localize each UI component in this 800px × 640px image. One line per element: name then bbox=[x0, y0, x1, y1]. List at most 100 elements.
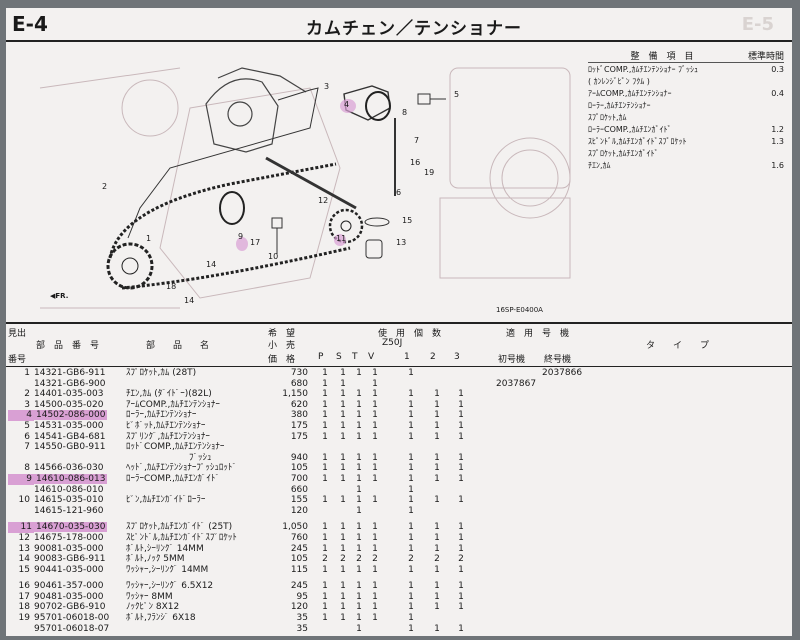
qty-cell: 1 bbox=[408, 410, 414, 421]
retail-price: 245 bbox=[290, 543, 308, 554]
part-description: ﾜｯｼｬｰ 8MM bbox=[126, 591, 173, 602]
qty-cell: 1 bbox=[340, 399, 346, 410]
part-number-text: 14502-086-000 bbox=[34, 410, 108, 421]
qty-cell: 1 bbox=[356, 410, 362, 421]
qty-col-P: P bbox=[318, 352, 324, 362]
qty-cell: 1 bbox=[372, 420, 378, 431]
ref-number: 16 bbox=[18, 581, 30, 592]
service-time: 1.2 bbox=[771, 124, 784, 134]
usage-heading: 使 用 個 数 bbox=[378, 329, 442, 339]
section-code: E-4 bbox=[12, 12, 48, 36]
part-number-text: 90702-GB6-910 bbox=[34, 602, 106, 613]
part-description: ﾍｯﾄﾞ,ｶﾑﾁｴﾝﾃﾝｼｮﾅｰﾌﾟｯｼｭﾛｯﾄﾞ bbox=[126, 463, 237, 474]
retail-price: 155 bbox=[290, 495, 308, 506]
qty-col-2: 2 bbox=[430, 352, 436, 362]
qty-cell: 1 bbox=[356, 484, 362, 495]
service-time: 0.3 bbox=[771, 64, 784, 74]
qty-cell: 1 bbox=[340, 613, 346, 624]
qty-cell: 1 bbox=[458, 602, 464, 613]
qty-cell: 1 bbox=[356, 602, 362, 613]
service-time-box: 整 備 項 目 標準時間 ﾛｯﾄﾞCOMP.,ｶﾑﾁｴﾝﾃﾝｼｮﾅｰ ﾌﾞｯｼｭ… bbox=[588, 48, 784, 320]
service-item: ﾛｰﾗｰCOMP.,ｶﾑﾁｴﾝｶﾞｲﾄﾞ bbox=[588, 124, 672, 134]
qty-cell: 1 bbox=[322, 473, 328, 484]
qty-cell: 1 bbox=[340, 410, 346, 421]
retail-price: 105 bbox=[290, 554, 308, 565]
diagram-code: 16SP-E0400A bbox=[496, 306, 543, 314]
retail-price: 115 bbox=[290, 564, 308, 575]
qty-cell: 2 bbox=[408, 554, 414, 565]
qty-cell: 1 bbox=[434, 581, 440, 592]
qty-cell: 1 bbox=[356, 564, 362, 575]
service-time: 1.3 bbox=[771, 136, 784, 146]
qty-cell: 1 bbox=[458, 452, 464, 463]
service-time-row: ﾛｰﾗｰCOMP.,ｶﾑﾁｴﾝｶﾞｲﾄﾞ 1.2 bbox=[588, 123, 784, 135]
qty-cell: 1 bbox=[408, 505, 414, 516]
part-number: 90461-357-000 bbox=[34, 581, 124, 592]
ref-number: 19 bbox=[18, 613, 30, 624]
part-number: 14321-GB6-911 bbox=[34, 368, 124, 379]
part-number-text: 95701-06018-00 bbox=[34, 613, 110, 624]
qty-cell: 1 bbox=[408, 581, 414, 592]
ref-number: 17 bbox=[18, 591, 30, 602]
part-number-text: 95701-06018-07 bbox=[34, 623, 110, 634]
partno-heading: 部 品 番 号 bbox=[36, 341, 100, 351]
qty-cell: 1 bbox=[372, 495, 378, 506]
parts-table-header: 見出 番号 部 品 番 号 部 品 名 希 望 小 売 価 格 使 用 個 数 … bbox=[6, 322, 792, 367]
part-description: ﾎﾞﾙﾄ,ﾉｯｸ 5MM bbox=[126, 554, 185, 565]
qty-cell: 1 bbox=[372, 463, 378, 474]
qty-cell: 1 bbox=[372, 378, 378, 389]
qty-cell: 1 bbox=[322, 613, 328, 624]
retail-price: 380 bbox=[290, 410, 308, 421]
part-number: 90441-035-000 bbox=[34, 565, 124, 576]
qty-cell: 1 bbox=[356, 532, 362, 543]
part-number-text: 14321-GB6-911 bbox=[34, 368, 106, 378]
qty-cell: 1 bbox=[356, 368, 362, 378]
service-item: ｱｰﾑCOMP.,ｶﾑﾁｴﾝﾃﾝｼｮﾅｰ bbox=[588, 88, 672, 98]
retail-price: 105 bbox=[290, 463, 308, 474]
qty-cell: 1 bbox=[434, 591, 440, 602]
part-number-text: 14531-035-000 bbox=[34, 420, 104, 431]
part-number: 14401-035-003 bbox=[34, 389, 124, 400]
qty-cell: 1 bbox=[372, 389, 378, 400]
qty-cell: 1 bbox=[434, 623, 440, 634]
part-number-text: 14566-036-030 bbox=[34, 463, 104, 474]
qty-cell: 1 bbox=[372, 602, 378, 613]
service-item: ｽﾋﾟﾝﾄﾞﾙ,ｶﾑﾁｴﾝｶﾞｲﾄﾞｽﾌﾟﾛｹｯﾄ bbox=[588, 136, 687, 146]
qty-col-V: V bbox=[368, 352, 375, 362]
qty-cell: 1 bbox=[322, 495, 328, 506]
ref-number: 8 bbox=[24, 463, 30, 474]
qty-cell: 1 bbox=[458, 410, 464, 421]
qty-cell: 1 bbox=[356, 495, 362, 506]
qty-cell: 1 bbox=[408, 431, 414, 442]
qty-cell: 1 bbox=[372, 431, 378, 442]
callout-18: 18 bbox=[166, 282, 177, 291]
qty-cell: 1 bbox=[434, 532, 440, 543]
ref-number: 15 bbox=[18, 564, 30, 575]
qty-cell: 1 bbox=[458, 591, 464, 602]
qty-cell: 2 bbox=[372, 554, 378, 565]
part-number: 90481-035-000 bbox=[34, 592, 124, 603]
callout-2: 2 bbox=[102, 182, 108, 191]
ref-number: 3 bbox=[24, 399, 30, 410]
callout-15: 15 bbox=[402, 216, 413, 225]
qty-cell: 2 bbox=[322, 554, 328, 565]
ref-number: 12 bbox=[18, 532, 30, 543]
retail-price: 730 bbox=[290, 368, 308, 378]
qty-cell: 1 bbox=[356, 522, 362, 533]
qty-cell: 1 bbox=[434, 564, 440, 575]
retail-price: 660 bbox=[290, 484, 308, 495]
qty-cell: 1 bbox=[340, 581, 346, 592]
qty-cell: 1 bbox=[356, 420, 362, 431]
retail-price: 120 bbox=[290, 602, 308, 613]
part-number: 14610-086-010 bbox=[34, 485, 124, 496]
bleed-through-code: E-5 bbox=[741, 14, 774, 35]
part-description: ﾛｯﾄﾞCOMP.,ｶﾑﾁｴﾝﾃﾝｼｮﾅｰ bbox=[126, 442, 225, 453]
part-description: ｽﾋﾟﾝﾄﾞﾙ,ｶﾑﾁｴﾝｶﾞｲﾄﾞｽﾌﾟﾛｹｯﾄ bbox=[126, 532, 237, 543]
part-description: ﾛｰﾗｰCOMP.,ｶﾑﾁｴﾝｶﾞｲﾄﾞ bbox=[126, 473, 220, 484]
